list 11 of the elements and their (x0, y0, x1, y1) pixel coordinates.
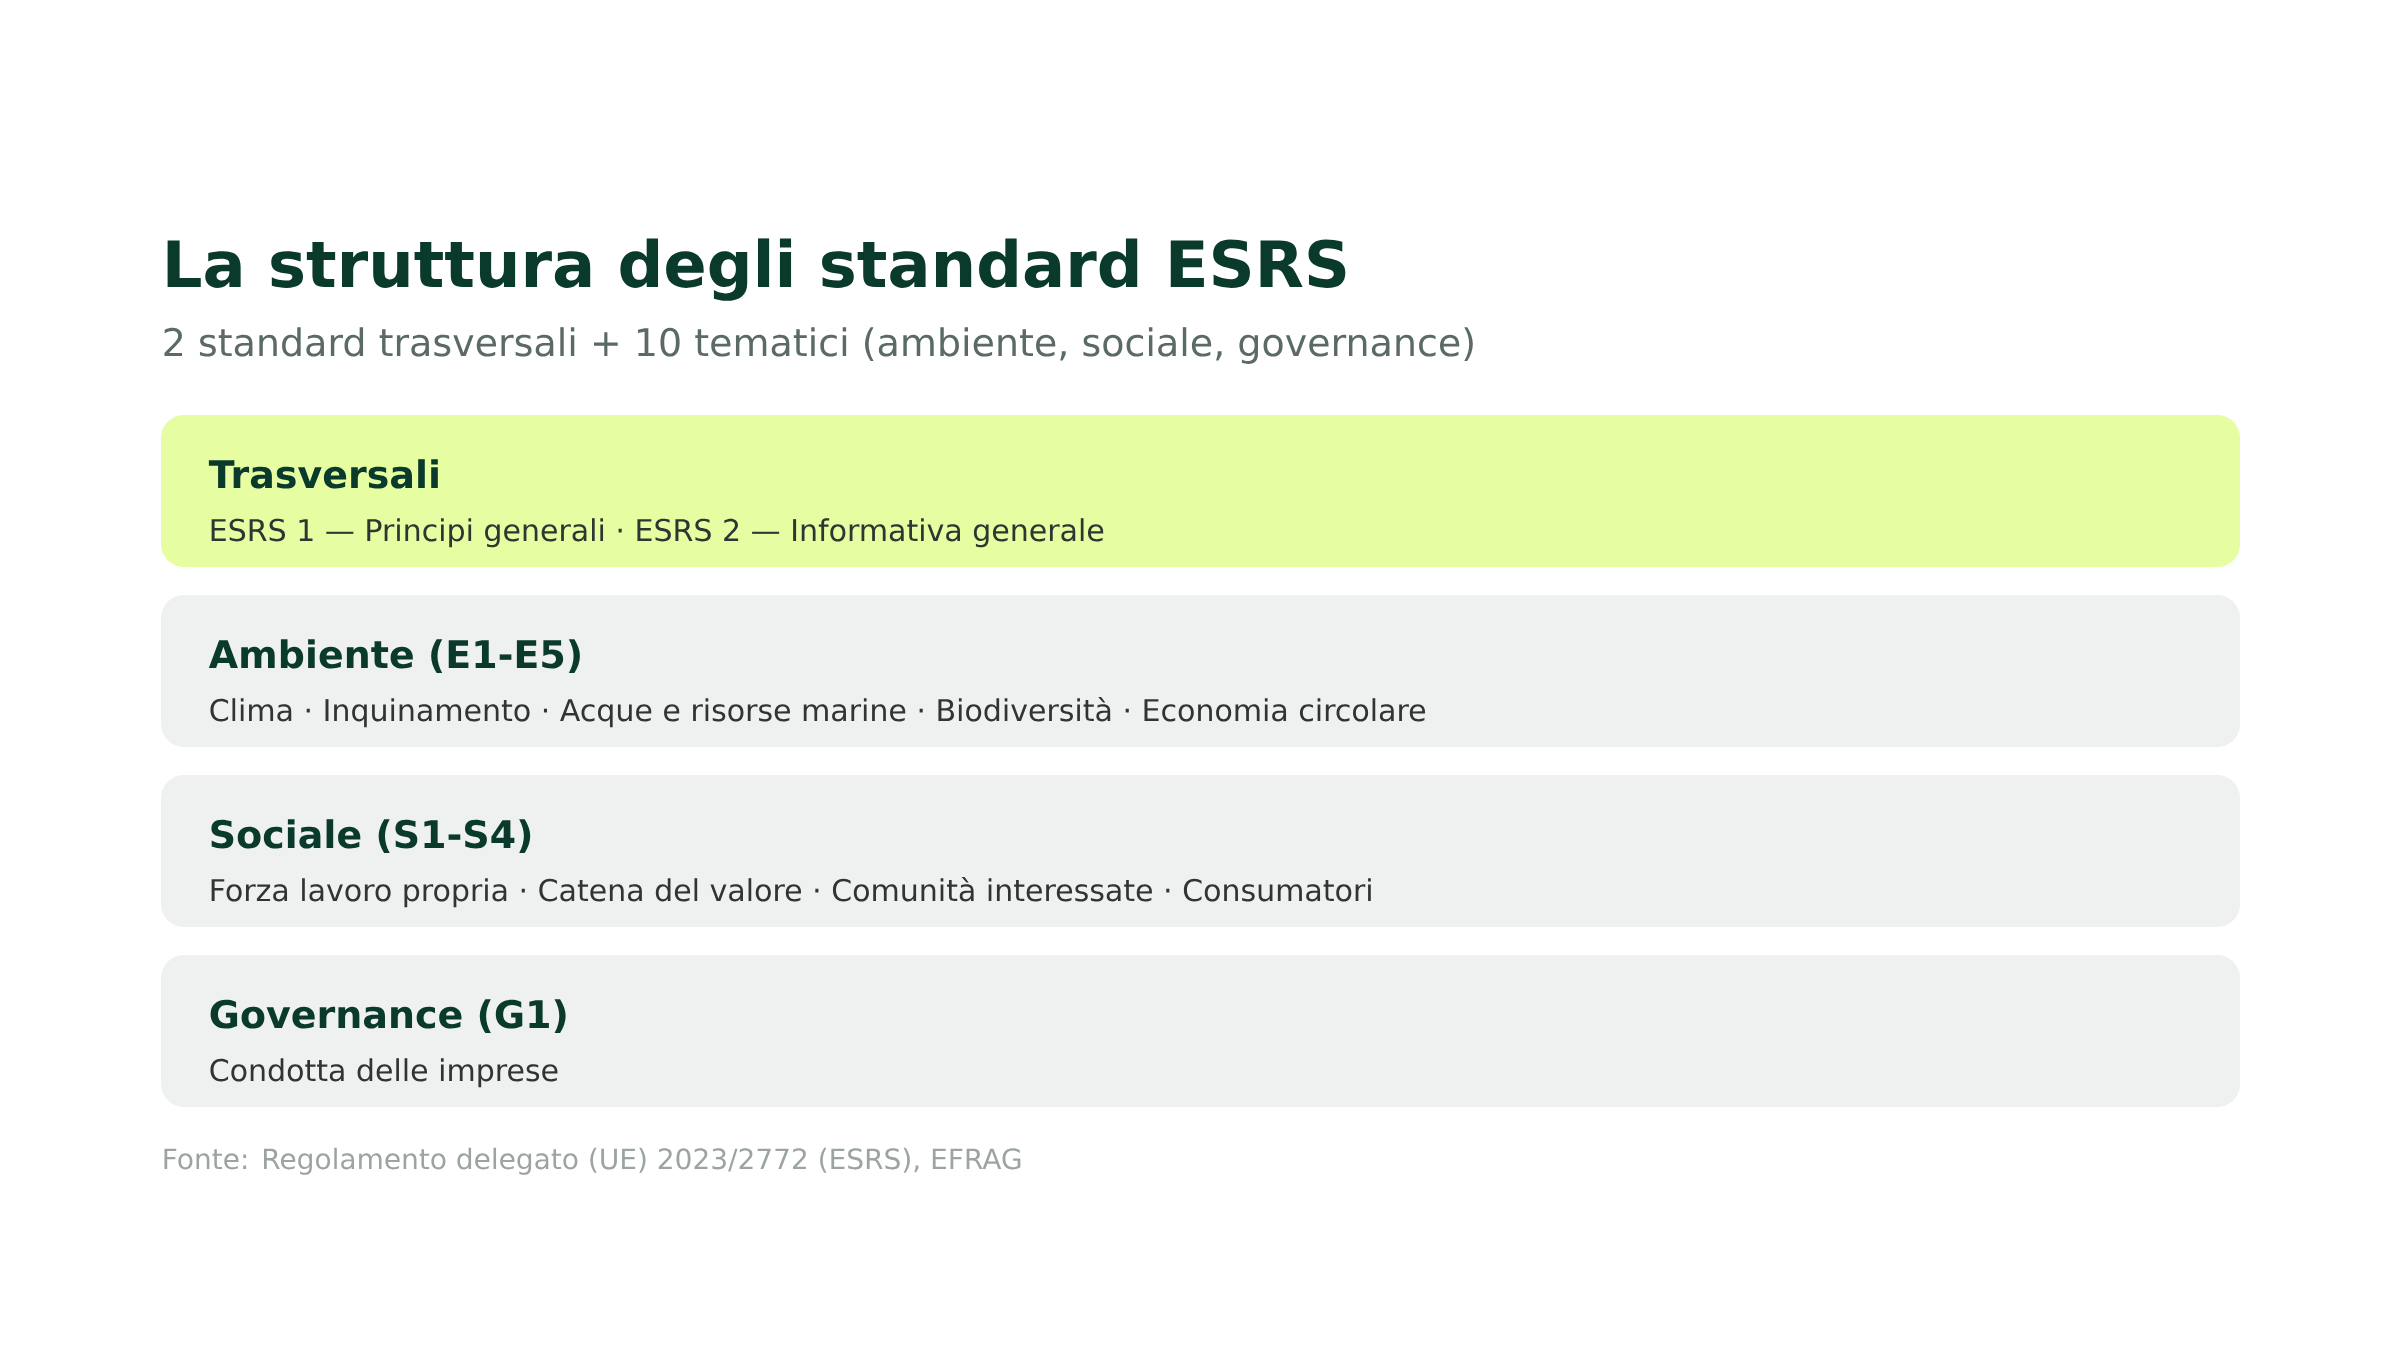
source-note: Fonte: Regolamento delegato (UE) 2023/2772 (ESRS), EFRAG (164, 1147, 1021, 1175)
box-heading: Governance (G1) (210, 999, 566, 1034)
title: La struttura degli standard ESRS (167, 238, 1346, 301)
box-text: Condotta delle imprese (210, 1058, 558, 1088)
box-text: Clima · Inquinamento · Acque e risorse marine · Biodiversità · Economia circolare (210, 697, 1426, 728)
box-heading: Sociale (S1-S4) (211, 819, 531, 854)
box-text: ESRS 1 — Principi generali · ESRS 2 — Informativa generale (211, 518, 1104, 548)
box-text: Forza lavoro propria · Catena del valore · Comunità interessate · Consumatori (211, 877, 1371, 908)
subtitle: 2 standard trasversali + 10 tematici (ambiente, sociale, governance) (164, 327, 1473, 364)
box-heading: Trasversali (208, 459, 438, 489)
box-heading: Ambiente (E1-E5) (208, 639, 580, 674)
